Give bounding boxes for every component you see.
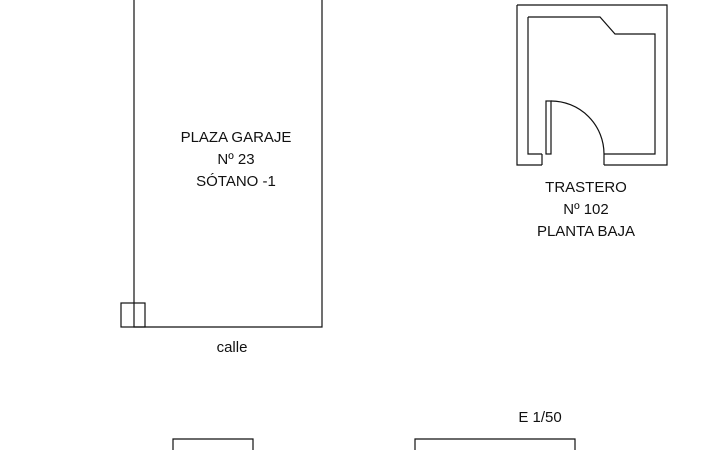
garage-number: Nº 23	[217, 151, 255, 168]
storage-name: TRASTERO	[545, 179, 627, 196]
storage-outer-wall	[516, 4, 668, 166]
garage-column	[120, 302, 146, 328]
storage-level: PLANTA BAJA	[536, 223, 636, 240]
garage-space-outline	[133, 0, 323, 328]
storage-door-swing	[550, 100, 605, 155]
bottom-element-right	[414, 438, 576, 450]
storage-inner-wall	[527, 16, 656, 155]
scale-label: E 1/50	[518, 409, 562, 426]
garage-name: PLAZA GARAJE	[180, 129, 292, 146]
bottom-element-left	[172, 438, 254, 450]
storage-label: TRASTERO Nº 102 PLANTA BAJA	[516, 177, 656, 243]
garage-level: SÓTANO -1	[196, 173, 276, 190]
storage-door-leaf	[545, 100, 552, 155]
storage-number: Nº 102	[563, 201, 609, 218]
street-label: calle	[216, 339, 248, 356]
garage-label: PLAZA GARAJE Nº 23 SÓTANO -1	[166, 127, 306, 193]
